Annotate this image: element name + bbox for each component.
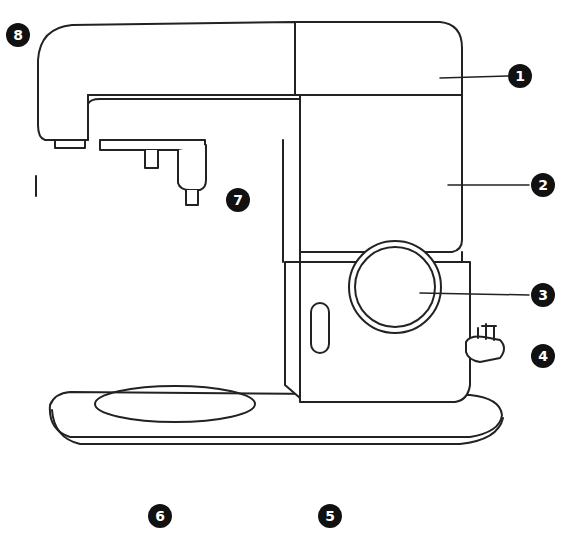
callout-number: 8 [6,23,30,47]
callout-number: 4 [531,344,555,368]
mixer-head [38,22,295,140]
leader-line [420,293,529,295]
callout-number: 5 [318,504,342,528]
motor-cover [295,22,462,95]
edge-mark [35,176,37,196]
speed-knob [355,247,435,327]
drive-pin [145,150,158,168]
head-undercut [88,95,300,104]
bowl-seat [95,386,255,422]
plug-pins [478,324,496,340]
body-column [300,95,462,252]
column-line [282,140,284,262]
callout-number: 7 [226,188,250,212]
callout-number: 3 [531,283,555,307]
pillar-line [299,262,301,400]
leader-line [440,76,508,78]
power-plug [466,337,504,362]
callout-number: 2 [531,173,555,197]
callout-number: 1 [508,64,532,88]
base-edge [52,410,503,444]
knob-ring [349,241,441,333]
attachment-hub [178,145,206,190]
leader-line [448,184,529,186]
head-lip [55,140,88,148]
release-lever [311,303,329,353]
callout-number: 6 [148,504,172,528]
hub-pin [186,190,198,205]
